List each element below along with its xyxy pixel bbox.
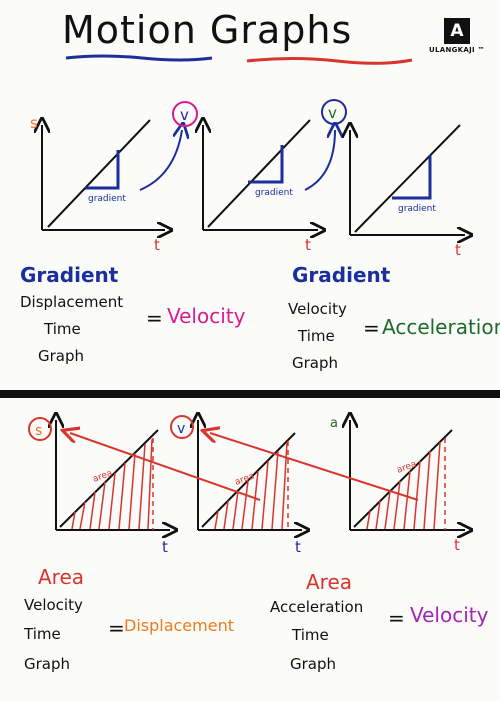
area-label: area xyxy=(234,472,256,488)
formula-line3: Graph xyxy=(292,354,339,372)
symbol-v: v xyxy=(180,106,189,124)
circle-v xyxy=(172,101,198,127)
circle-s xyxy=(28,417,52,441)
y-axis-a: a xyxy=(330,416,338,431)
formula-line2: Time xyxy=(24,625,61,643)
x-axis-t: t xyxy=(454,536,460,554)
x-axis-t: t xyxy=(455,241,461,259)
equals-sign: = xyxy=(363,316,380,340)
formula-line2: Time xyxy=(298,327,335,345)
gradient-label: gradient xyxy=(255,188,293,198)
logo-text: ULANGKAJI ™ xyxy=(429,46,485,54)
area-label: area xyxy=(396,460,418,476)
x-axis-t: t xyxy=(305,236,311,254)
logo-mark: A xyxy=(444,18,470,44)
arrow-area-to-s xyxy=(70,433,261,501)
underline-blue xyxy=(65,54,213,62)
formula-line1: Displacement xyxy=(20,293,124,311)
graph-third-area: area a t xyxy=(330,416,465,554)
heading-area-right: Area xyxy=(306,570,353,594)
arrow-area-to-v xyxy=(210,433,419,501)
result-displacement: Displacement xyxy=(124,616,234,635)
result-velocity: Velocity xyxy=(167,304,246,328)
formula-line3: Graph xyxy=(290,655,337,673)
area-graphs: area t s area t v area a t xyxy=(28,405,500,556)
underline-red xyxy=(246,57,413,65)
symbol-s: s xyxy=(35,423,42,439)
formula-line2: Time xyxy=(292,626,329,644)
area-label: area xyxy=(92,469,114,485)
y-axis-s: s xyxy=(30,114,38,132)
gradient-label: gradient xyxy=(398,204,436,214)
circle-a xyxy=(321,99,347,125)
brand-logo: A ULANGKAJI ™ xyxy=(424,18,490,64)
result-velocity: Velocity xyxy=(410,603,489,627)
graph-acceleration-time-area: area t xyxy=(198,420,302,556)
graph-displacement-time: gradient s t xyxy=(30,114,165,254)
graph-velocity-time-area: area t xyxy=(56,420,170,556)
equals-sign: = xyxy=(146,306,163,330)
symbol-a: v xyxy=(328,104,337,122)
equals-sign: = xyxy=(388,606,405,630)
x-axis-t: t xyxy=(295,538,301,556)
formula-line3: Graph xyxy=(24,655,71,673)
graph-velocity-time: gradient t xyxy=(203,120,318,254)
formula-line2: Time xyxy=(44,320,81,338)
graph-acceleration-time: gradient t xyxy=(350,125,465,259)
formula-line3: Graph xyxy=(38,347,85,365)
page-title: Motion Graphs xyxy=(62,8,353,52)
circle-v xyxy=(170,415,194,439)
gradient-graphs: gradient s t v gradient t v gradient t xyxy=(30,99,500,259)
result-acceleration: Acceleration xyxy=(382,315,500,339)
heading-gradient-left: Gradient xyxy=(20,263,119,287)
equals-sign: = xyxy=(108,616,125,640)
x-axis-t: t xyxy=(162,538,168,556)
x-axis-t: t xyxy=(154,236,160,254)
title-underline xyxy=(65,54,413,65)
heading-area-left: Area xyxy=(38,565,85,589)
section-divider xyxy=(0,390,500,398)
formula-line1: Velocity xyxy=(24,596,83,614)
formula-line1: Acceleration xyxy=(270,598,364,616)
formula-line1: Velocity xyxy=(288,300,347,318)
symbol-v: v xyxy=(177,421,185,437)
heading-gradient-right: Gradient xyxy=(292,263,391,287)
gradient-label: gradient xyxy=(88,194,126,204)
